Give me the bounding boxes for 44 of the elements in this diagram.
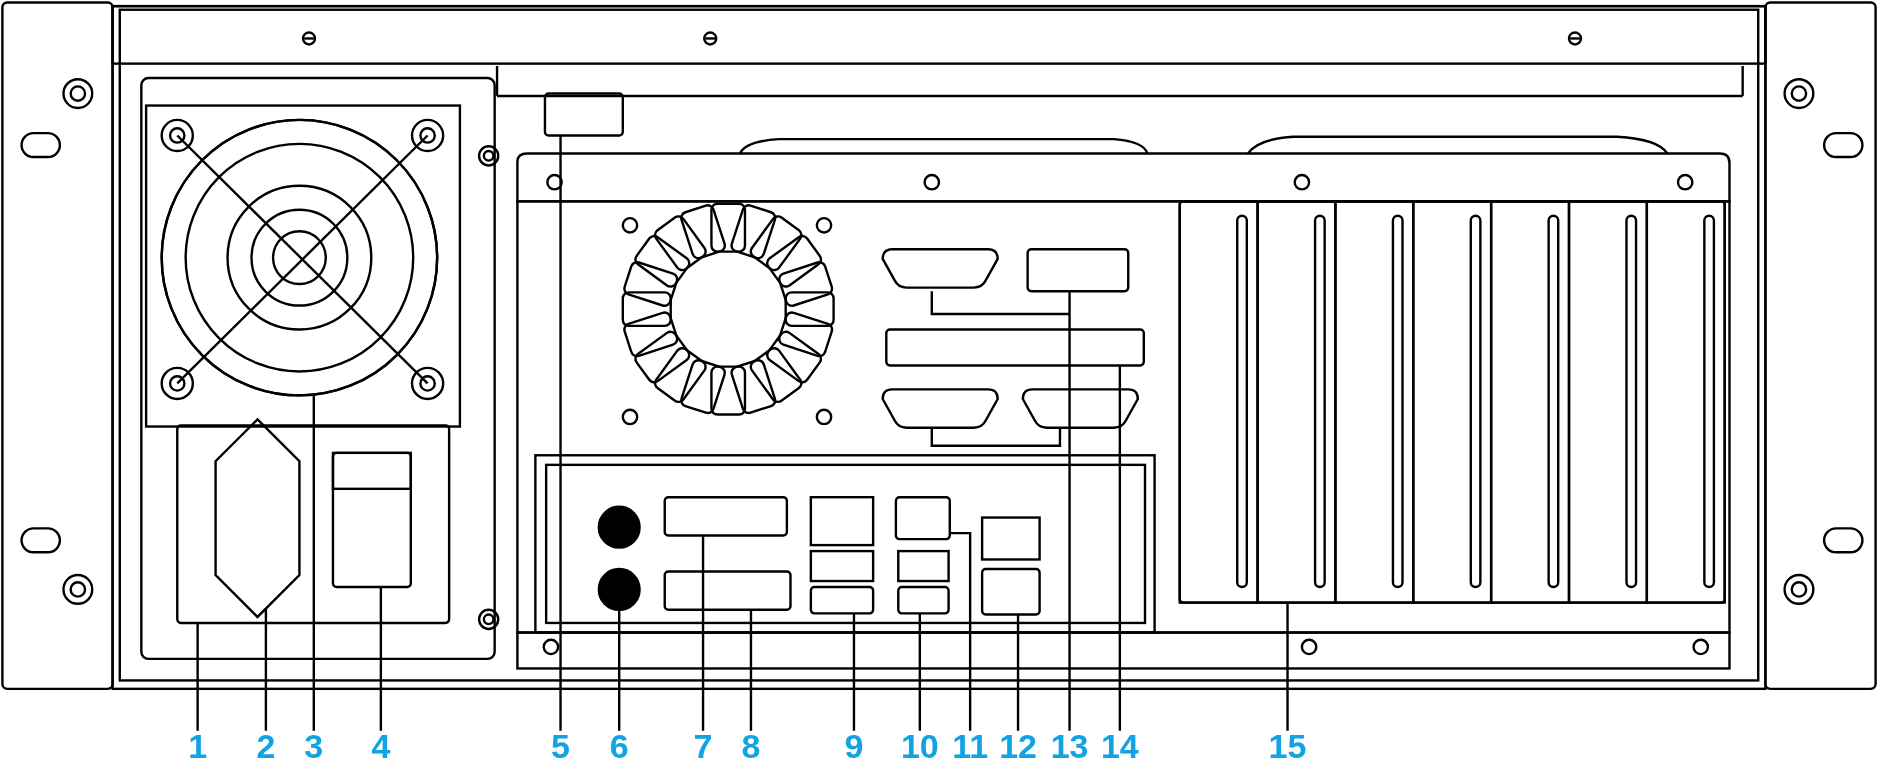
callout-number: 10 xyxy=(900,728,939,765)
leader-line xyxy=(379,587,383,731)
leader-line xyxy=(1286,602,1289,731)
connector-port-icon xyxy=(543,92,624,137)
serial-port-icon xyxy=(1026,248,1130,293)
serial-port-icon xyxy=(663,496,789,537)
video-port-icon xyxy=(885,328,1145,367)
leader-line xyxy=(949,531,972,731)
round-port-icon xyxy=(597,567,641,611)
leader-line xyxy=(312,394,315,731)
callout-number: 8 xyxy=(741,728,761,765)
usb-port-icon xyxy=(809,585,875,615)
callout-number: 13 xyxy=(1050,728,1089,765)
power-switch-icon xyxy=(331,451,412,589)
leader-line xyxy=(196,622,199,731)
callout-number: 2 xyxy=(256,728,276,765)
callout-number: 12 xyxy=(999,728,1037,765)
fan-grille xyxy=(160,118,439,397)
leader-line xyxy=(1016,614,1020,731)
leader-line xyxy=(701,535,705,731)
power-inlet-icon xyxy=(214,417,301,619)
leader-line xyxy=(918,613,922,731)
callout-number: 7 xyxy=(693,728,713,765)
leader-line xyxy=(559,135,562,731)
callout-number: 4 xyxy=(371,728,391,765)
display-port-icon xyxy=(663,570,792,611)
usb-port-icon xyxy=(897,585,950,615)
expansion-slot-panel xyxy=(1178,200,1726,604)
power-supply-panel xyxy=(176,417,451,625)
leader-line xyxy=(264,608,268,731)
leader-line xyxy=(749,609,753,731)
callout-number: 1 xyxy=(188,728,208,765)
network-port-icon xyxy=(894,496,951,541)
leader-line xyxy=(1068,291,1071,731)
network-port-icon xyxy=(980,567,1041,616)
callout-number: 9 xyxy=(844,728,864,765)
callout-number: 11 xyxy=(952,728,989,765)
callout-number: 15 xyxy=(1268,728,1307,765)
leader-line xyxy=(852,613,856,731)
callout-number: 6 xyxy=(609,728,629,765)
callout-number: 14 xyxy=(1100,728,1139,765)
leader-line xyxy=(618,609,621,731)
callout-number: 3 xyxy=(304,728,324,765)
callout-number: 5 xyxy=(551,728,570,765)
